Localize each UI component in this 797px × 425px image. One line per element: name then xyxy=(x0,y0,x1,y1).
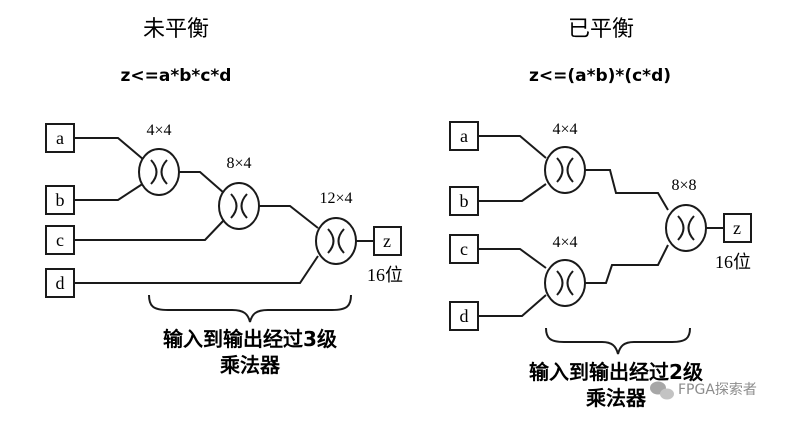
input-label: c xyxy=(56,230,64,250)
multiply-icon xyxy=(150,159,168,185)
input-label: c xyxy=(460,239,468,259)
multiplier-3: 12×4 xyxy=(315,190,357,265)
input-label: a xyxy=(460,126,468,146)
multiplier-circle xyxy=(218,182,260,230)
balanced-panel: 已平衡 z<=(a*b)*(c*d) a b c d 4×4 xyxy=(449,17,752,410)
input-box xyxy=(449,234,479,264)
multiplier-circle xyxy=(315,217,357,265)
watermark-text: FPGA探索者 xyxy=(678,381,757,398)
stage-brace xyxy=(545,327,691,355)
input-box xyxy=(449,301,479,331)
multiplier-size: 12×4 xyxy=(319,190,352,207)
input-a: a xyxy=(45,123,75,153)
wire-a xyxy=(74,137,145,161)
wire-d xyxy=(74,255,319,284)
input-box xyxy=(45,225,75,255)
wire-m2-m3 xyxy=(258,205,319,229)
output-bit-width: 16位 xyxy=(367,265,403,285)
multiplier-2: 4×4 xyxy=(544,234,586,307)
wire-m1-m2 xyxy=(178,171,225,194)
wire-b xyxy=(478,183,547,202)
input-box xyxy=(449,121,479,151)
right-title: 已平衡 xyxy=(568,17,634,42)
left-title: 未平衡 xyxy=(143,17,209,42)
output-label: z xyxy=(383,231,391,251)
output-bit-width: 16位 xyxy=(715,252,751,272)
right-note-line1: 输入到输出经过2级 xyxy=(529,360,703,384)
output-z: z xyxy=(723,213,752,243)
multiply-icon xyxy=(677,215,695,241)
wechat-icon xyxy=(650,381,674,400)
input-box xyxy=(45,123,75,153)
multiplier-circle xyxy=(544,146,586,194)
output-z: z xyxy=(373,226,402,256)
wire-m1-m3 xyxy=(584,169,669,211)
input-b: b xyxy=(45,185,75,215)
multiplier-size: 4×4 xyxy=(146,122,171,139)
multiplier-circle xyxy=(665,204,707,252)
input-b: b xyxy=(449,186,479,216)
output-label: z xyxy=(733,218,741,238)
left-formula: z<=a*b*c*d xyxy=(121,66,232,86)
multiplier-circle xyxy=(138,148,180,196)
input-d: d xyxy=(45,268,75,298)
input-label: d xyxy=(460,306,469,326)
input-label: b xyxy=(56,190,65,210)
input-c: c xyxy=(45,225,75,255)
watermark: FPGA探索者 xyxy=(650,381,757,400)
multiplier-size: 8×4 xyxy=(226,155,251,172)
output-box xyxy=(373,226,402,256)
input-label: a xyxy=(56,128,64,148)
input-box xyxy=(449,186,479,216)
multiplier-size: 8×8 xyxy=(671,177,696,194)
input-a: a xyxy=(449,121,479,151)
stage-brace xyxy=(148,294,352,323)
multiplier-size: 4×4 xyxy=(552,234,577,251)
wire-c xyxy=(478,248,547,269)
multiplier-1: 4×4 xyxy=(138,122,180,196)
multiplier-2: 8×4 xyxy=(218,155,260,230)
multiplier-circle xyxy=(544,259,586,307)
input-c: c xyxy=(449,234,479,264)
unbalanced-panel: 未平衡 z<=a*b*c*d a b c d 4×4 xyxy=(45,17,403,377)
wire-d xyxy=(478,294,547,317)
wire-b xyxy=(74,182,145,201)
left-note-line1: 输入到输出经过3级 xyxy=(163,327,337,351)
input-box xyxy=(45,268,75,298)
wire-c xyxy=(74,219,225,241)
input-d: d xyxy=(449,301,479,331)
wire-m2-m3 xyxy=(584,244,669,284)
left-note-line2: 乘法器 xyxy=(219,353,281,377)
multiply-icon xyxy=(230,193,248,219)
input-label: d xyxy=(56,273,65,293)
multiply-icon xyxy=(327,228,345,254)
multiply-icon xyxy=(556,157,574,183)
multiplier-size: 4×4 xyxy=(552,121,577,138)
output-box xyxy=(723,213,752,243)
right-note-line2: 乘法器 xyxy=(585,386,647,410)
input-label: b xyxy=(460,191,469,211)
multiplier-1: 4×4 xyxy=(544,121,586,194)
input-box xyxy=(45,185,75,215)
right-formula: z<=(a*b)*(c*d) xyxy=(529,66,671,86)
multiply-icon xyxy=(556,270,574,296)
multiplier-3: 8×8 xyxy=(665,177,707,252)
wire-a xyxy=(478,135,547,159)
